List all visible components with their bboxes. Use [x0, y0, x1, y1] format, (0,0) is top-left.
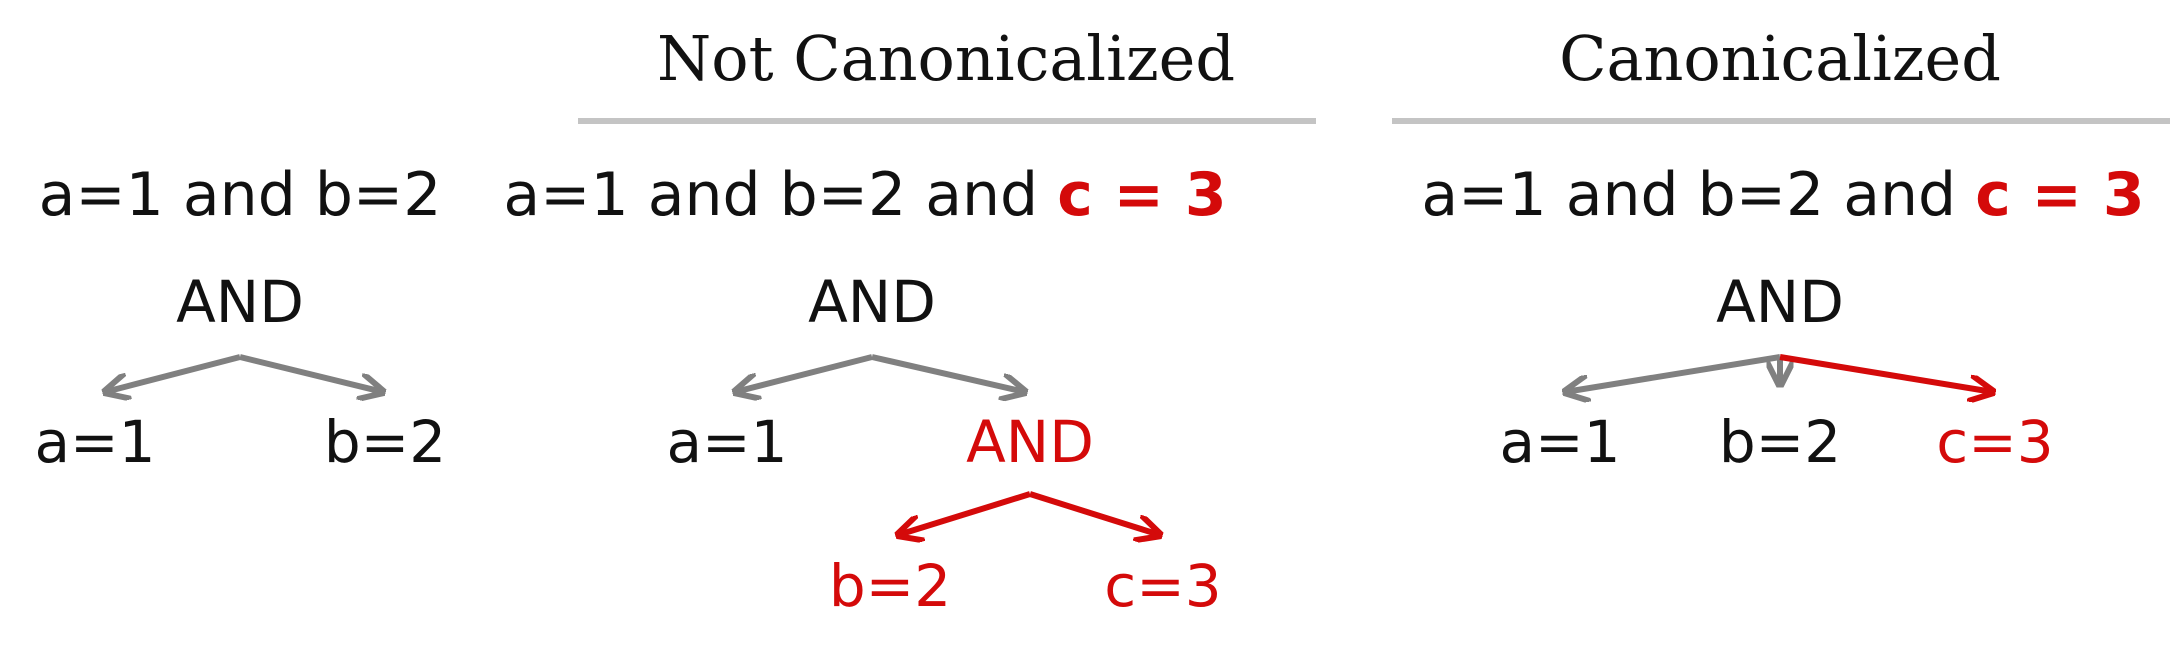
tree-leaf-left-2: b=2	[323, 408, 447, 476]
heading-rule-not-canonicalized	[578, 118, 1316, 124]
tree-leaf-right-3: c=3	[1936, 408, 2054, 476]
edge-left-a1	[105, 354, 241, 392]
tree-leaf-right-1: a=1	[1499, 408, 1621, 476]
edge-right-c3	[1779, 354, 1993, 392]
expression-middle-prefix: a=1 and b=2 and	[503, 160, 1039, 230]
heading-not-canonicalized: Not Canonicalized	[656, 22, 1236, 95]
tree-root-left: AND	[176, 268, 304, 336]
expression-middle-highlight: c = 3	[1057, 160, 1227, 230]
expression-right-highlight: c = 3	[1975, 160, 2145, 230]
tree-child-leaf-middle-1: b=2	[828, 552, 952, 620]
tree-child-leaf-middle-2: c=3	[1104, 552, 1222, 620]
edge-middle-b2	[898, 491, 1031, 535]
heading-rule-canonicalized	[1392, 118, 2170, 124]
expression-right-prefix: a=1 and b=2 and	[1421, 160, 1957, 230]
edge-middle-and	[871, 354, 1025, 392]
edge-left-b2	[239, 354, 383, 392]
edge-middle-a1	[735, 354, 873, 392]
edge-middle-c3	[1029, 491, 1160, 535]
tree-leaf-left-1: a=1	[34, 408, 156, 476]
tree-child-node-middle: AND	[966, 408, 1094, 476]
tree-root-middle: AND	[808, 268, 936, 336]
tree-leaf-middle-1: a=1	[666, 408, 788, 476]
heading-canonicalized: Canonicalized	[1559, 22, 2001, 95]
expression-middle: a=1 and b=2 and c = 3	[503, 160, 1226, 230]
expression-left: a=1 and b=2	[38, 160, 442, 230]
edge-right-a1	[1565, 354, 1781, 392]
expression-right: a=1 and b=2 and c = 3	[1421, 160, 2144, 230]
tree-leaf-right-2: b=2	[1718, 408, 1842, 476]
tree-root-right: AND	[1716, 268, 1844, 336]
